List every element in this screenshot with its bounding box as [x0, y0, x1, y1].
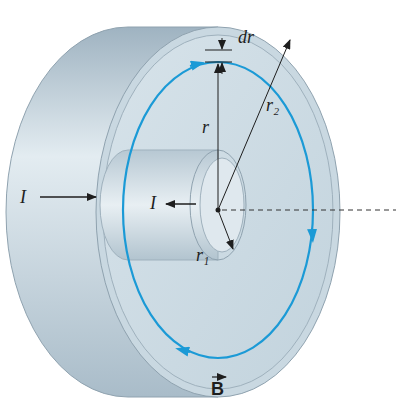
radius-label: r₂ [266, 96, 279, 114]
field-vector-label: B [211, 380, 224, 398]
radius-label: r₁ [196, 246, 209, 264]
current-label: I [150, 194, 156, 212]
dimension-label: dr [238, 28, 254, 46]
radius-label: r [202, 118, 209, 136]
current-label: I [20, 188, 26, 206]
